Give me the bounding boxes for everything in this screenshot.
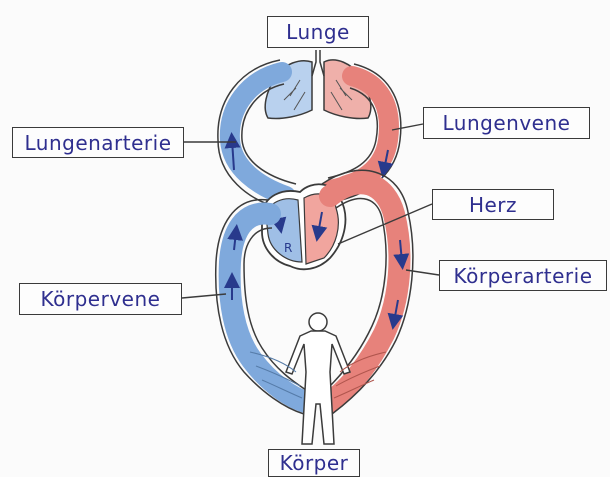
label-koerper: Körper (268, 449, 360, 477)
label-lunge: Lunge (267, 16, 369, 48)
body-head (309, 313, 327, 331)
heart-chamber-label: R (284, 241, 292, 255)
label-koerperarterie: Körperarterie (439, 260, 607, 291)
label-lungenarterie: Lungenarterie (12, 127, 184, 158)
label-lungenvene: Lungenvene (423, 107, 590, 139)
label-herz: Herz (432, 189, 554, 220)
label-koerpervene: Körpervene (19, 283, 182, 315)
leader-koerperarterie (406, 270, 439, 275)
trachea (312, 50, 324, 76)
